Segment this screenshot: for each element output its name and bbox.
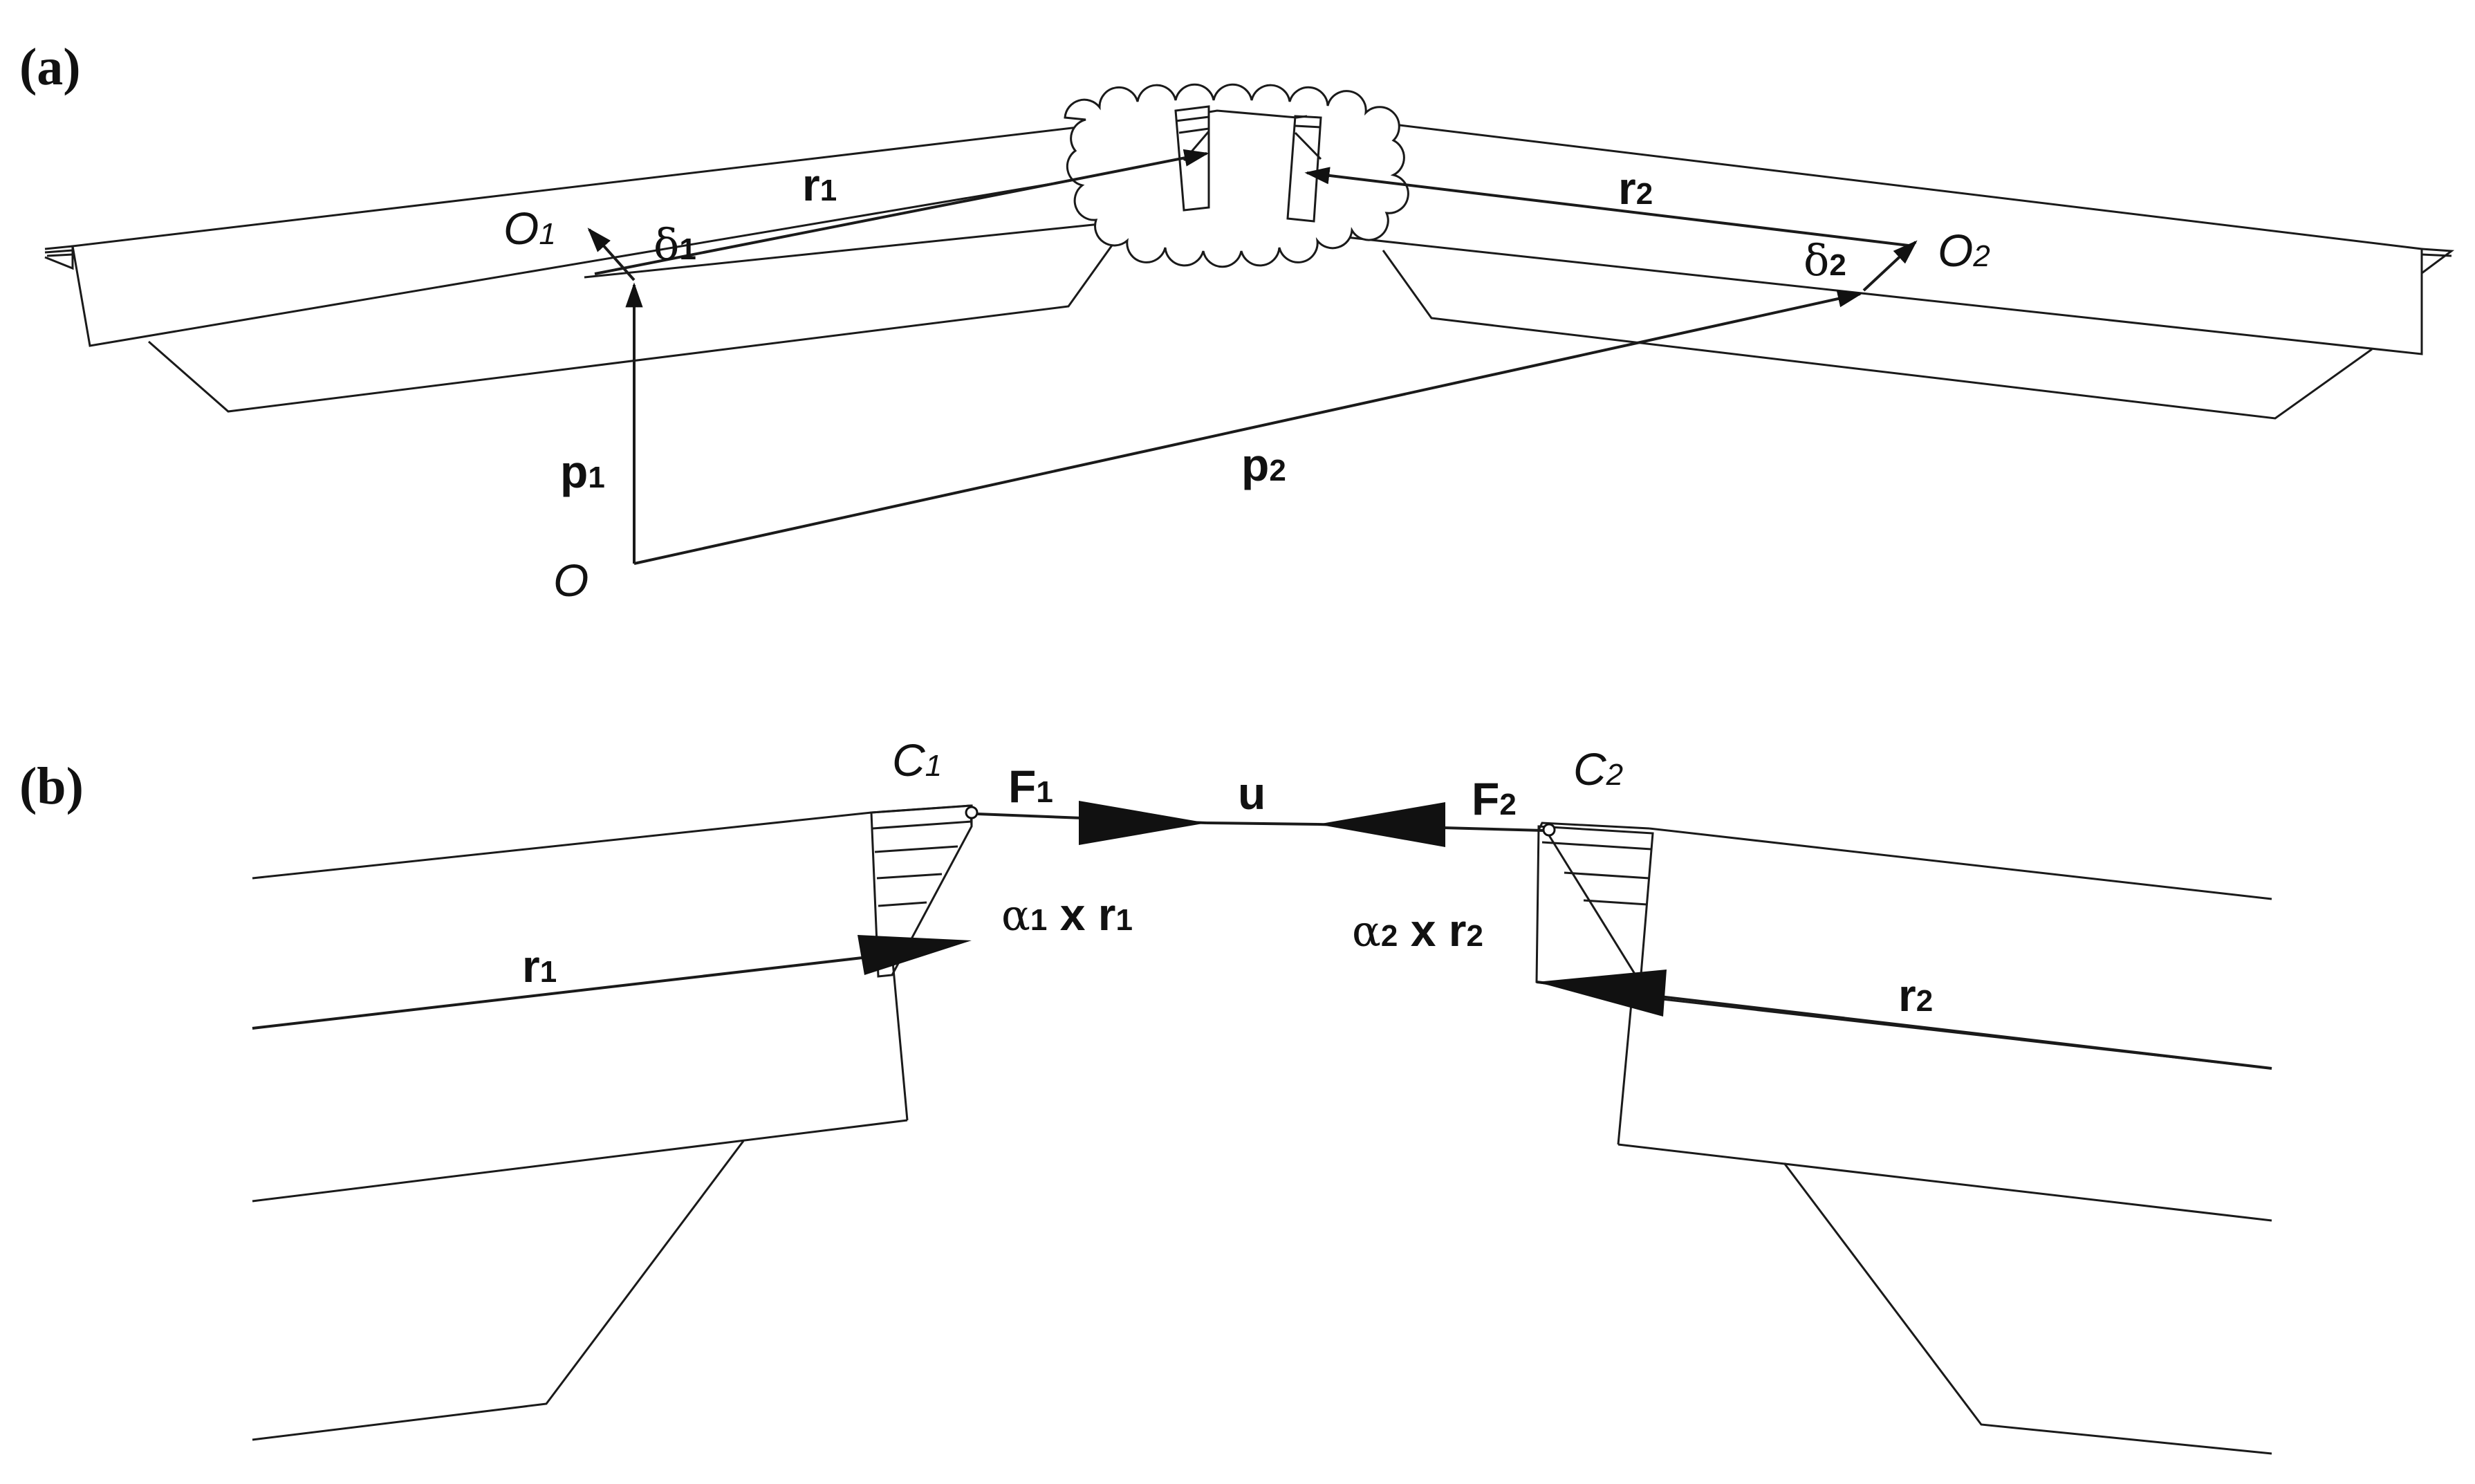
label-o1: O1 [503,203,556,254]
panel-label-a: (a) [19,38,81,96]
left-beam-a [44,111,1208,413]
label-r2-b: r2 [1898,970,1933,1021]
label-u: u [1238,768,1266,819]
label-alpha1-cross-r1: α1 x r1 [1001,889,1133,940]
label-r1-b: r1 [522,940,557,992]
panel-label-b: (b) [19,757,84,815]
label-c2: C2 [1573,743,1623,795]
r2-arrow [1304,167,1909,247]
label-f1: F1 [1008,761,1053,812]
label-r2-a: r2 [1618,163,1653,214]
u-line [1206,822,1318,826]
label-r1-a: r1 [802,159,837,210]
right-beam-a [1295,111,2455,420]
r1-b-line [252,953,893,1030]
delta1-arrow [587,228,636,281]
label-p2: p2 [1241,439,1286,490]
label-o: O [553,555,588,606]
f2-arrowhead [1317,802,1445,847]
label-o2: O2 [1938,225,1990,276]
left-beam-b [252,804,973,1441]
r1-arrow [594,149,1209,275]
r1-b-arrowhead [858,935,972,975]
p2-arrow [633,290,1863,565]
arrows-b [252,801,2272,1070]
right-beam-b [1537,822,2272,1455]
contact-point-c1 [965,806,979,819]
label-f2: F2 [1472,773,1517,824]
f1-arrowhead [1079,801,1207,845]
arrows-a [587,149,1918,565]
r2-b-arrowhead [1537,970,1667,1017]
contact-point-c2 [1542,823,1556,837]
label-c1: C1 [892,734,942,786]
label-delta1: δ1 [653,219,696,270]
cloud-contact-zone [1064,83,1409,268]
label-delta2: δ2 [1804,235,1846,286]
label-p1: p1 [560,446,605,497]
delta2-arrow [1862,240,1918,292]
joint-block-right-a [1286,115,1322,223]
label-alpha2-cross-r2: α2 x r2 [1352,905,1483,956]
